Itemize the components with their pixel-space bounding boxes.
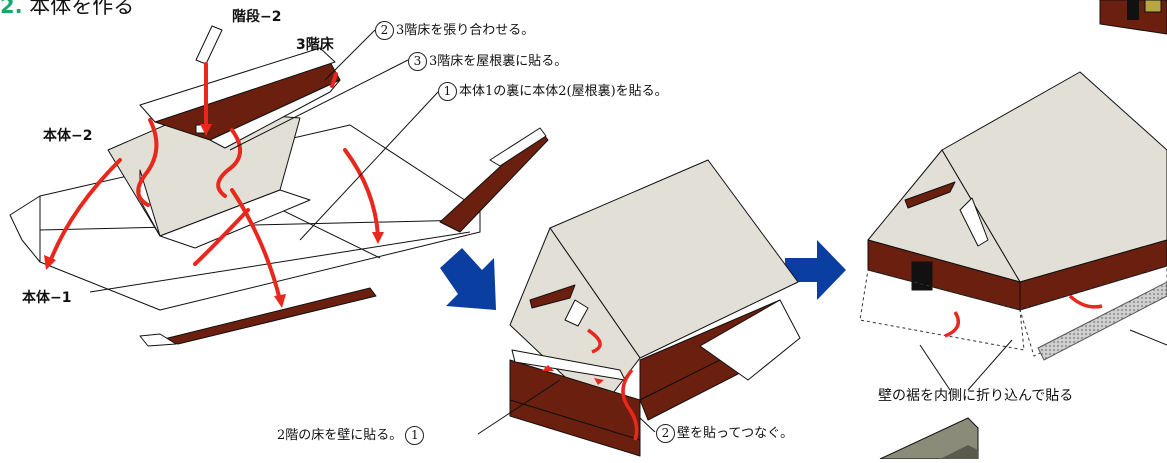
step-text: 本体1の裏に本体2(屋根裏)を貼る。 (459, 84, 668, 99)
floor3-label: 3階床 (296, 37, 334, 53)
leader-lines (229, 29, 439, 241)
fold-flaps-right (859, 265, 1167, 357)
step-fold-walls: 壁の裾を内側に折り込んで貼る (878, 388, 1074, 404)
section-number: 2. (0, 0, 23, 18)
bottom-right-fragment (879, 417, 979, 460)
step-number: 1 (438, 82, 457, 101)
stairs-label: 階段−2 (232, 9, 282, 25)
step-text: 3階床を屋根裏に貼る。 (429, 54, 568, 69)
house-right (867, 71, 1167, 311)
stairs-part (195, 25, 223, 65)
arrow-right-icon (785, 240, 846, 300)
red-arrows-mid (586, 328, 639, 441)
step-number: 1 (405, 426, 425, 445)
step-text: 3階床を張り合わせる。 (396, 23, 535, 38)
step-floor2: 2階の床を壁に貼る。1 (277, 426, 426, 445)
top-right-fragment (1099, 0, 1167, 35)
step-number: 2 (656, 424, 675, 443)
arrow-down-right-icon (440, 248, 496, 310)
red-arrows-left (48, 62, 380, 302)
step-number: 2 (375, 21, 394, 40)
red-arrowheads-left (44, 124, 384, 308)
step-text: 2階の床を壁に貼る。 (277, 428, 403, 443)
body2-label: 本体−2 (43, 128, 93, 144)
assembled-middle (509, 159, 801, 457)
body1-label: 本体−1 (22, 290, 72, 306)
step-number: 3 (408, 52, 427, 71)
step-text: 壁を貼ってつなぐ。 (677, 426, 794, 441)
door (911, 261, 933, 291)
section-title-text: 本体を作る (29, 0, 135, 18)
section-title: 2. 本体を作る (0, 0, 134, 17)
